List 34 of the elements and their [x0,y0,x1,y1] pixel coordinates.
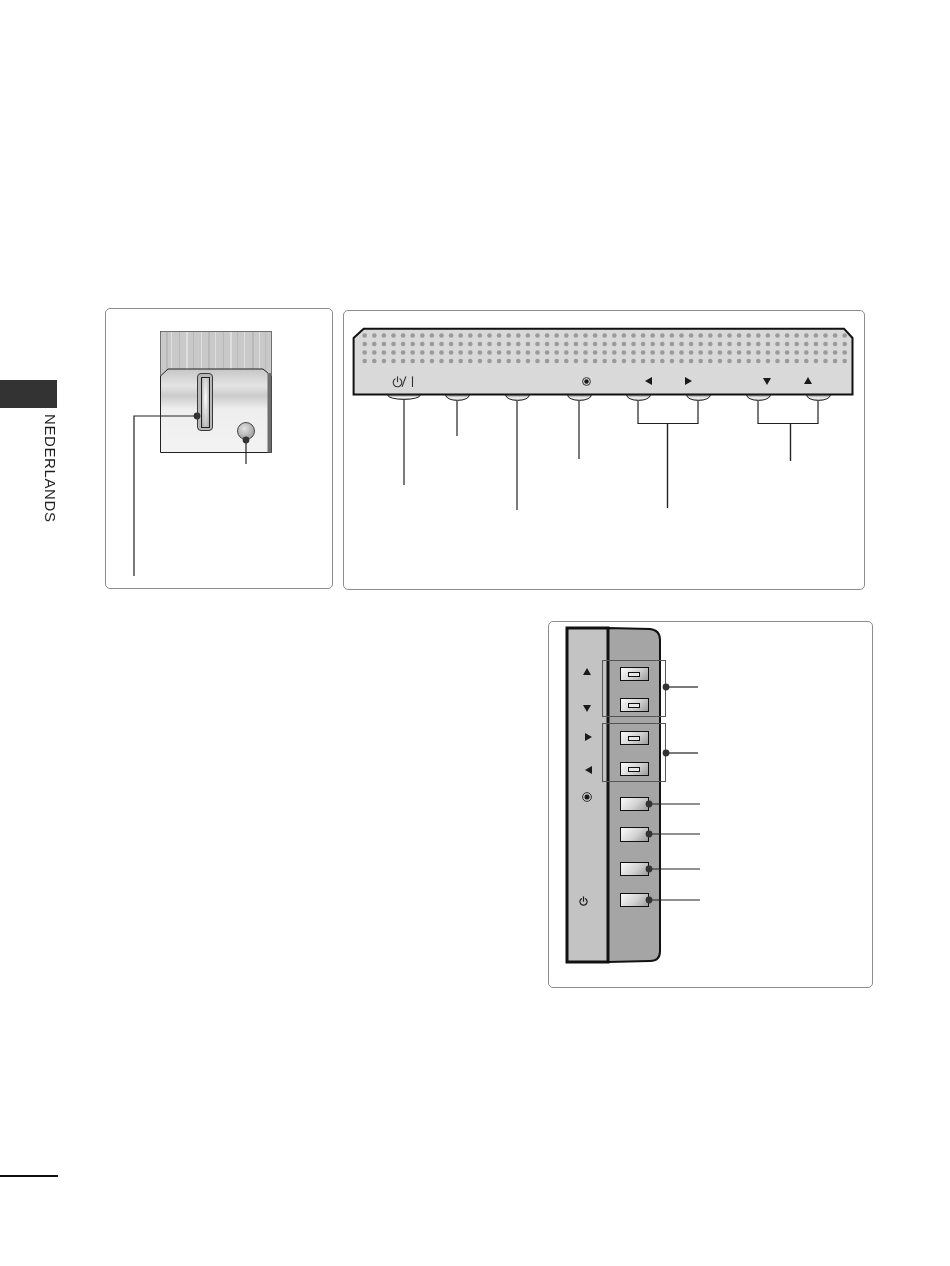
leader-line [645,865,701,873]
leader-line [645,896,701,904]
leader-line [662,749,699,757]
button-pair-frame [602,723,666,782]
card-slot [197,373,213,431]
panel-button [805,395,831,401]
leader-line [789,400,819,462]
side-button [620,667,649,681]
side-button [620,762,649,776]
side-button [620,827,649,842]
side-button [620,797,649,811]
side-button [620,893,649,907]
panel-button [504,395,530,401]
leader-line [666,400,699,509]
leader-line [645,830,701,838]
language-label: NEDERLANDS [42,414,58,523]
side-button [620,698,649,712]
leader-line [578,400,580,460]
leader-line [516,400,518,511]
power-button [387,395,421,400]
leader-line [645,800,701,808]
leader-line [133,412,201,577]
button-pair-frame [602,660,666,717]
side-button [620,731,649,745]
panel-button [745,395,771,401]
leader-line [456,400,458,437]
panel-button [566,395,592,401]
panel-button [625,395,651,401]
side-button [620,862,649,876]
panel-button [685,395,711,401]
leader-line [242,436,250,465]
leader-line [662,683,699,691]
panel-button [444,395,470,401]
leader-line [403,399,405,486]
